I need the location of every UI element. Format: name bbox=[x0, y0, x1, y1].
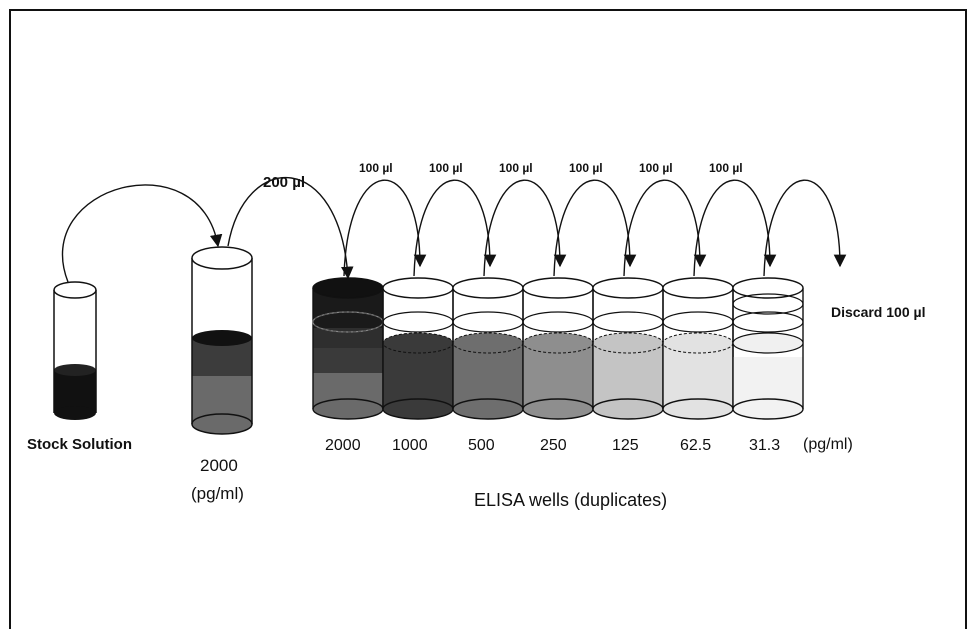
elisa-well bbox=[382, 277, 454, 420]
arrow-well-transfer bbox=[553, 179, 637, 277]
diagram-frame bbox=[9, 9, 967, 629]
elisa-well bbox=[732, 277, 804, 420]
arrow-well-transfer bbox=[413, 179, 497, 277]
concentration-label: 500 bbox=[468, 437, 495, 454]
elisa-well bbox=[522, 277, 594, 420]
transfer-label: 100 µl bbox=[359, 161, 393, 175]
arrow-tube-to-well-1 bbox=[227, 176, 354, 280]
concentration-label: 1000 bbox=[392, 437, 428, 454]
unit-label: (pg/ml) bbox=[803, 436, 853, 453]
arrow-to-discard bbox=[763, 179, 847, 277]
stock-solution-label: Stock Solution bbox=[27, 436, 132, 453]
transfer-200-label: 200 µl bbox=[263, 174, 305, 191]
first-tube-unit: (pg/ml) bbox=[191, 484, 244, 503]
arrow-well-transfer bbox=[693, 179, 777, 277]
concentration-labels: 2000 1000 500 250 125 62.5 31.3 bbox=[325, 437, 780, 454]
first-tube-value: 2000 bbox=[200, 456, 238, 475]
elisa-well bbox=[592, 277, 664, 420]
arrow-stock-to-tube bbox=[61, 184, 223, 283]
transfer-label: 100 µl bbox=[499, 161, 533, 175]
intermediate-tube bbox=[191, 246, 253, 435]
transfer-label: 100 µl bbox=[569, 161, 603, 175]
concentration-label: 250 bbox=[540, 437, 567, 454]
stock-tube bbox=[53, 281, 97, 420]
arrow-well-transfer bbox=[623, 179, 707, 277]
concentration-label: 2000 bbox=[325, 437, 361, 454]
arrow-well-transfer bbox=[343, 179, 427, 277]
transfer-100-labels: 100 µl 100 µl 100 µl 100 µl 100 µl 100 µ… bbox=[359, 161, 743, 175]
transfer-label: 100 µl bbox=[639, 161, 673, 175]
concentration-label: 31.3 bbox=[749, 437, 780, 454]
transfer-label: 100 µl bbox=[429, 161, 463, 175]
concentration-label: 125 bbox=[612, 437, 639, 454]
elisa-well bbox=[662, 277, 734, 420]
concentration-label: 62.5 bbox=[680, 437, 711, 454]
transfer-arrows bbox=[61, 176, 847, 283]
elisa-well bbox=[452, 277, 524, 420]
arrow-well-transfer bbox=[483, 179, 567, 277]
discard-label: Discard 100 µl bbox=[831, 304, 925, 320]
elisa-wells bbox=[312, 277, 804, 420]
elisa-well bbox=[312, 277, 384, 420]
transfer-label: 100 µl bbox=[709, 161, 743, 175]
wells-caption: ELISA wells (duplicates) bbox=[474, 490, 667, 510]
